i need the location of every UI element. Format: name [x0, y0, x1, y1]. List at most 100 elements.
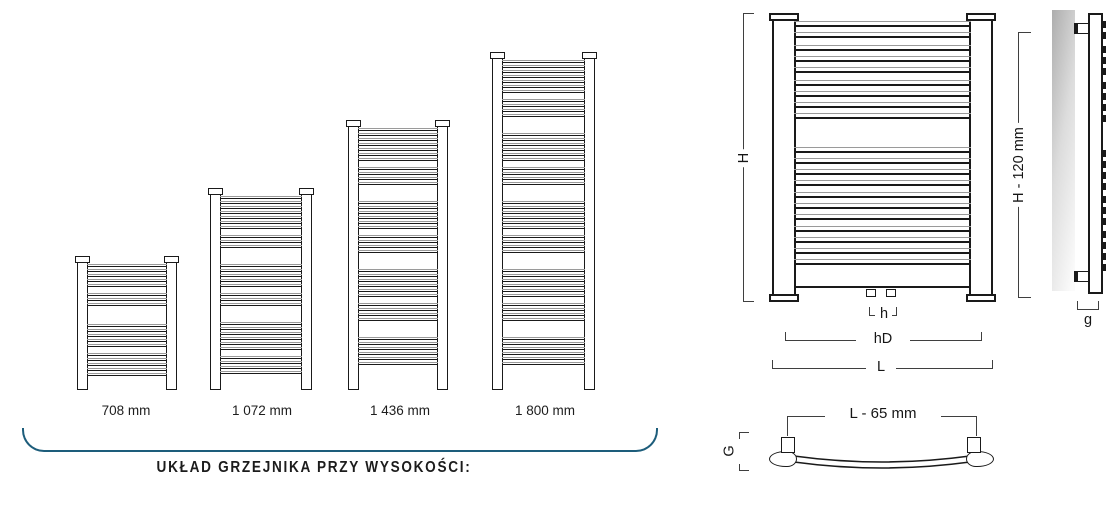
rung [502, 221, 585, 224]
dim-label-g: g [1080, 312, 1096, 328]
rung [220, 269, 302, 272]
radiator-height-label: 1 436 mm [369, 403, 431, 418]
rung [87, 298, 167, 301]
rung [358, 279, 438, 282]
rung-dash [1101, 32, 1106, 39]
front-bottom-line [794, 286, 971, 288]
rung [358, 201, 438, 204]
rung [502, 357, 585, 360]
rung [794, 203, 971, 209]
rung [358, 347, 438, 350]
radiator-thumbnails [75, 52, 597, 390]
rung [358, 362, 438, 365]
rung [358, 133, 438, 136]
rung [358, 128, 438, 131]
side-rung-dashes [1101, 21, 1106, 287]
rung [358, 318, 438, 321]
rung [87, 339, 167, 342]
rung [220, 347, 302, 350]
rung [794, 56, 971, 62]
rung [358, 216, 438, 219]
rung [794, 102, 971, 108]
dim-mark-h-right [891, 307, 897, 316]
rung-dash [1101, 21, 1106, 28]
rung [220, 303, 302, 306]
radiator-height-label: 1 800 mm [514, 403, 576, 418]
dim-label-hD: hD [856, 331, 910, 348]
rung [502, 65, 585, 68]
rail-cap [582, 52, 597, 59]
rail-cap [966, 13, 996, 21]
rung [502, 294, 585, 297]
rung [502, 269, 585, 272]
front-rail-right [969, 13, 993, 302]
rung [87, 353, 167, 356]
rungs [358, 128, 438, 386]
rung [794, 169, 971, 175]
rung [794, 192, 971, 198]
rung [220, 366, 302, 369]
rung-dash [1101, 183, 1106, 190]
dim-label-L: L [866, 359, 896, 376]
rung [358, 294, 438, 297]
rung [794, 248, 971, 254]
rung [502, 284, 585, 287]
rung [502, 85, 585, 88]
rung [358, 226, 438, 229]
wall [1052, 10, 1075, 291]
rung [220, 361, 302, 364]
rung [794, 259, 971, 265]
rung [220, 240, 302, 243]
rung [358, 143, 438, 146]
rung [502, 167, 585, 170]
rail-cap [346, 120, 361, 127]
rung [220, 284, 302, 287]
rung-dash [1101, 253, 1106, 260]
rung [502, 70, 585, 73]
rung [220, 293, 302, 296]
rung [358, 148, 438, 151]
rung [502, 235, 585, 238]
rung [502, 274, 585, 277]
rung [502, 138, 585, 141]
dim-label-h: h [876, 306, 892, 322]
rung [502, 172, 585, 175]
rung [794, 158, 971, 164]
front-rungs [794, 21, 971, 287]
rung [502, 279, 585, 282]
rail-cap [490, 52, 505, 59]
dim-mark-h-left [869, 307, 875, 316]
rung [502, 182, 585, 185]
top-view-stub-left [781, 437, 795, 453]
radiator-height-label: 708 mm [101, 403, 151, 418]
rung [358, 313, 438, 316]
rail-right [584, 52, 595, 390]
rung [358, 182, 438, 185]
rung [220, 226, 302, 229]
rung [502, 337, 585, 340]
rail-cap [75, 256, 90, 263]
rung [358, 211, 438, 214]
dim-label-H-minus-120: H - 120 mm [1008, 123, 1029, 207]
dim-label-G: G [722, 443, 738, 459]
rung [358, 337, 438, 340]
top-view-endcap-right [966, 451, 994, 467]
dim-line-g [1077, 301, 1099, 310]
rung [87, 279, 167, 282]
rung-dash [1101, 242, 1106, 249]
rung [87, 368, 167, 371]
dim-label-L-minus-65: L - 65 mm [825, 405, 941, 425]
rung-dash [1101, 264, 1106, 271]
rung [794, 226, 971, 232]
radiator-thumbnail [75, 256, 179, 390]
rung [502, 80, 585, 83]
rung [87, 344, 167, 347]
range-brace [22, 428, 658, 452]
rung [220, 196, 302, 199]
rung [794, 237, 971, 243]
rung [220, 206, 302, 209]
mounting-bracket [1074, 23, 1089, 34]
rung [502, 313, 585, 316]
rung [87, 284, 167, 287]
rung [794, 45, 971, 51]
